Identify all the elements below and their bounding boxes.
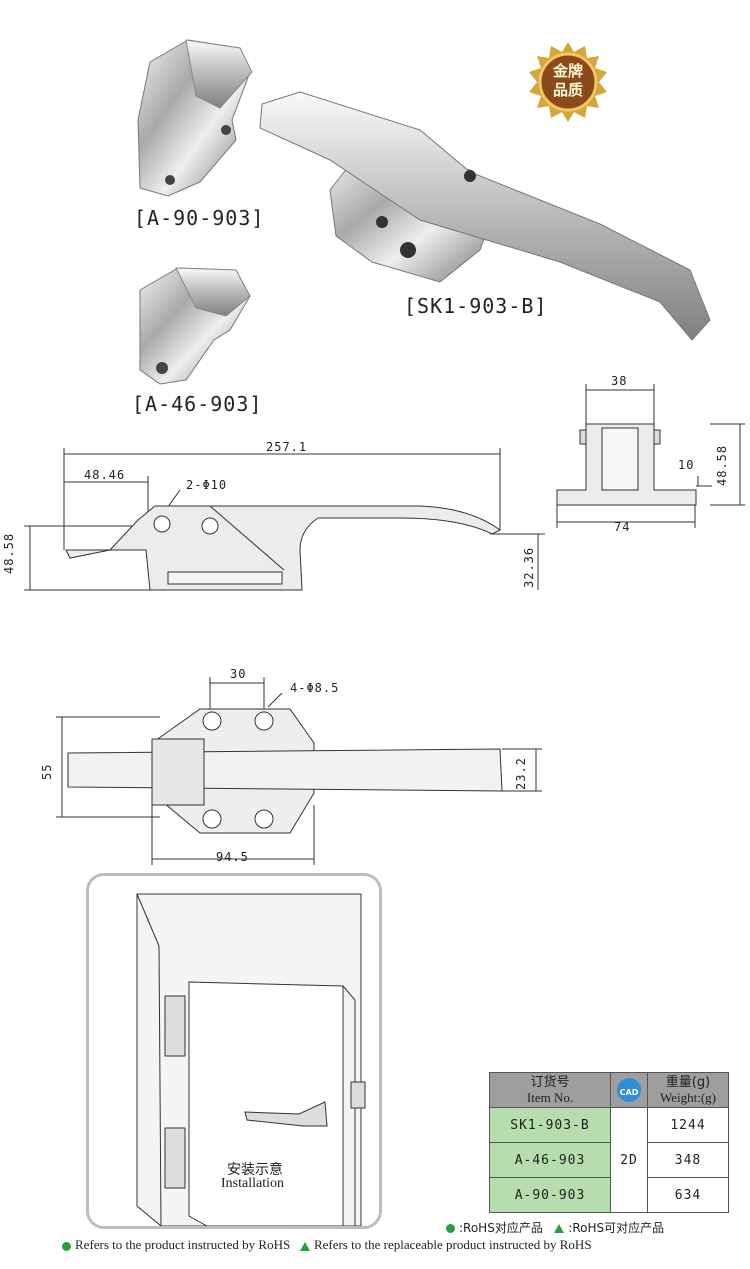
cad-mode-cell: 2D [610, 1107, 648, 1213]
installation-zh: 安装示意 [227, 1162, 283, 1178]
dim-height-side: 48.58 [2, 532, 16, 574]
side-view-drawing [24, 448, 545, 591]
dim-top-width: 38 [611, 374, 628, 388]
dim-base-length: 94.5 [216, 850, 249, 864]
header-item-en: Item No. [526, 1090, 574, 1105]
rohs-triangle-icon [299, 1241, 310, 1251]
dim-tip-height: 32.36 [522, 546, 536, 588]
dim-flange: 10 [678, 458, 695, 472]
header-weight: 重量(g) Weight:(g) [647, 1072, 729, 1108]
part-label-a90: [A-90-903] [134, 206, 265, 230]
dim-base-width: 74 [614, 520, 631, 534]
item-cell: SK1-903-B [489, 1107, 611, 1143]
header-weight-zh: 重量(g) [665, 1075, 711, 1090]
a90-hinge-image [137, 39, 253, 197]
weight-cell: 634 [647, 1177, 729, 1213]
end-view-drawing [556, 384, 745, 528]
legend-en: Refers to the product instructed by RoHS… [62, 1237, 592, 1253]
header-item-zh: 订货号 [530, 1075, 570, 1090]
dim-handle-width: 23.2 [514, 757, 528, 790]
badge-line1: 金牌 [552, 62, 583, 80]
installation-en: Installation [221, 1176, 284, 1191]
cad-icon: CAD [617, 1078, 641, 1102]
header-weight-en: Weight:(g) [660, 1090, 716, 1105]
a46-hinge-image [139, 267, 251, 385]
dim-height-end: 48.58 [715, 444, 729, 486]
item-cell: A-90-903 [489, 1177, 611, 1213]
dim-holes-side: 2-Φ10 [186, 478, 228, 492]
legend-rohs-en: Refers to the product instructed by RoHS [75, 1237, 291, 1252]
installation-illustration: 安装示意 Installation [86, 873, 382, 1229]
badge-line2: 品质 [552, 81, 583, 99]
rohs-dot-icon [446, 1224, 455, 1233]
legend-replace-en: Refers to the replaceable product instru… [313, 1237, 592, 1252]
header-cad: CAD [610, 1072, 648, 1108]
dim-hole-offset: 48.46 [84, 468, 126, 482]
dim-overall-length: 257.1 [266, 440, 308, 454]
table-row: A-90-903 634 [489, 1177, 729, 1213]
part-label-sk1: [SK1-903-B] [404, 294, 548, 318]
table-row: SK1-903-B 2D 1244 [489, 1107, 729, 1213]
top-view-drawing [56, 677, 542, 865]
dim-holes-top: 4-Φ8.5 [290, 681, 340, 695]
item-cell: A-46-903 [489, 1142, 611, 1178]
header-item: 订货号 Item No. [489, 1072, 611, 1108]
dim-width-top: 55 [40, 763, 54, 780]
gold-quality-badge-icon: 金牌 品质 [527, 42, 609, 124]
product-photos [137, 39, 711, 385]
rohs-dot-icon [62, 1241, 71, 1251]
spec-table: 订货号 Item No. CAD 重量(g) Weight:(g) SK1-90… [489, 1072, 729, 1213]
legend-rohs-zh: :RoHS对应产品 [459, 1221, 543, 1235]
legend-zh: :RoHS对应产品 :RoHS可对应产品 [446, 1219, 664, 1236]
sk1-latch-image [259, 91, 711, 341]
rohs-triangle-icon [554, 1224, 565, 1233]
weight-cell: 1244 [647, 1107, 729, 1143]
part-label-a46: [A-46-903] [132, 392, 263, 416]
table-row: A-46-903 348 [489, 1142, 729, 1178]
legend-replace-zh: :RoHS可对应产品 [568, 1221, 665, 1235]
dim-hole-spacing: 30 [230, 667, 247, 681]
weight-cell: 348 [647, 1142, 729, 1178]
